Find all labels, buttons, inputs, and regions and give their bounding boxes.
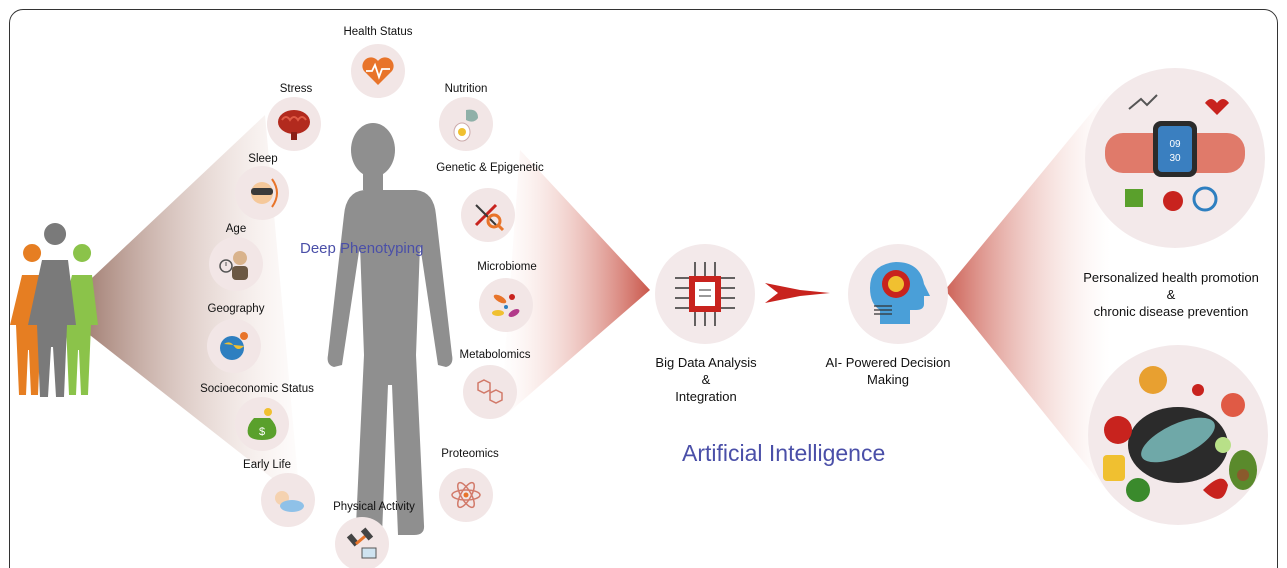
genetic-node (461, 188, 515, 242)
ai-decision-line1: AI- Powered Decision (825, 355, 951, 370)
people-group-icon (10, 223, 98, 397)
heart-icon (362, 57, 394, 85)
proteomics-node (439, 468, 493, 522)
deep-phenotyping-title: Deep Phenotyping (300, 240, 424, 257)
baby-icon (275, 491, 304, 512)
money-bag-icon: $ (247, 408, 277, 440)
ai-decision-node (848, 244, 948, 344)
outcome-caption: Personalized health promotion & chronic … (1083, 269, 1259, 320)
ai-head-icon (870, 262, 930, 324)
health-status-node (351, 44, 405, 98)
geography-node (207, 319, 261, 373)
label-health-status: Health Status (343, 26, 413, 38)
sleep-node (235, 166, 289, 220)
processor-chip-icon (675, 262, 735, 326)
svg-text:30: 30 (1169, 153, 1181, 164)
label-age: Age (225, 223, 247, 235)
early-life-node (261, 473, 315, 527)
healthy-food-icon (1103, 366, 1257, 502)
healthy-food-circle (1088, 345, 1268, 525)
label-physical-activity: Physical Activity (333, 501, 415, 513)
label-early-life: Early Life (243, 459, 291, 471)
dumbbell-icon (346, 527, 377, 559)
globe-icon (220, 332, 248, 360)
dna-icon (474, 203, 505, 232)
age-node (209, 237, 263, 291)
big-data-line1: Big Data Analysis (655, 355, 757, 370)
brain-icon (278, 110, 310, 140)
sleep-mask-icon (251, 178, 278, 208)
stress-node (267, 97, 321, 151)
ai-decision-caption: AI- Powered Decision Making (826, 354, 951, 388)
artificial-intelligence-title: Artificial Intelligence (682, 440, 886, 466)
atom-icon (451, 481, 481, 509)
svg-text:09: 09 (1169, 139, 1181, 150)
outcome-line1: Personalized health promotion (1083, 270, 1259, 285)
molecule-icon (477, 379, 503, 404)
big-data-line3: Integration (675, 389, 737, 404)
middle-fan (500, 150, 650, 420)
outcome-line2: & (1166, 287, 1176, 302)
svg-text:$: $ (259, 426, 265, 438)
elderly-person-icon (219, 251, 248, 280)
socioeconomic-node: $ (235, 397, 289, 451)
smartwatch-fitness-icon: 09 30 (1105, 94, 1245, 212)
label-geography: Geography (207, 303, 265, 315)
frame-border (9, 9, 1278, 568)
metabolomics-node (463, 365, 517, 419)
physical-activity-node (335, 517, 389, 568)
big-data-node (655, 244, 755, 344)
left-fan (58, 115, 300, 500)
label-metabolomics: Metabolomics (459, 349, 531, 361)
food-icon (453, 109, 478, 142)
microbiome-node (479, 278, 533, 332)
big-data-caption: Big Data Analysis & Integration (655, 354, 756, 405)
label-genetic: Genetic & Epigenetic (436, 162, 544, 174)
label-proteomics: Proteomics (441, 448, 499, 460)
big-data-line2: & (701, 372, 711, 387)
nutrition-node (439, 97, 493, 151)
label-nutrition: Nutrition (444, 83, 488, 95)
label-sleep: Sleep (248, 153, 278, 165)
bacteria-icon (492, 294, 520, 317)
label-stress: Stress (279, 83, 313, 95)
human-body-silhouette (327, 123, 453, 535)
label-microbiome: Microbiome (477, 261, 537, 273)
right-fan (945, 90, 1110, 495)
ai-decision-line2: Making (867, 372, 909, 387)
red-arrow (765, 283, 830, 303)
label-socioeconomic: Socioeconomic Status (200, 383, 314, 395)
health-promotion-circle: 09 30 (1085, 68, 1265, 248)
outcome-line3: chronic disease prevention (1093, 304, 1249, 319)
